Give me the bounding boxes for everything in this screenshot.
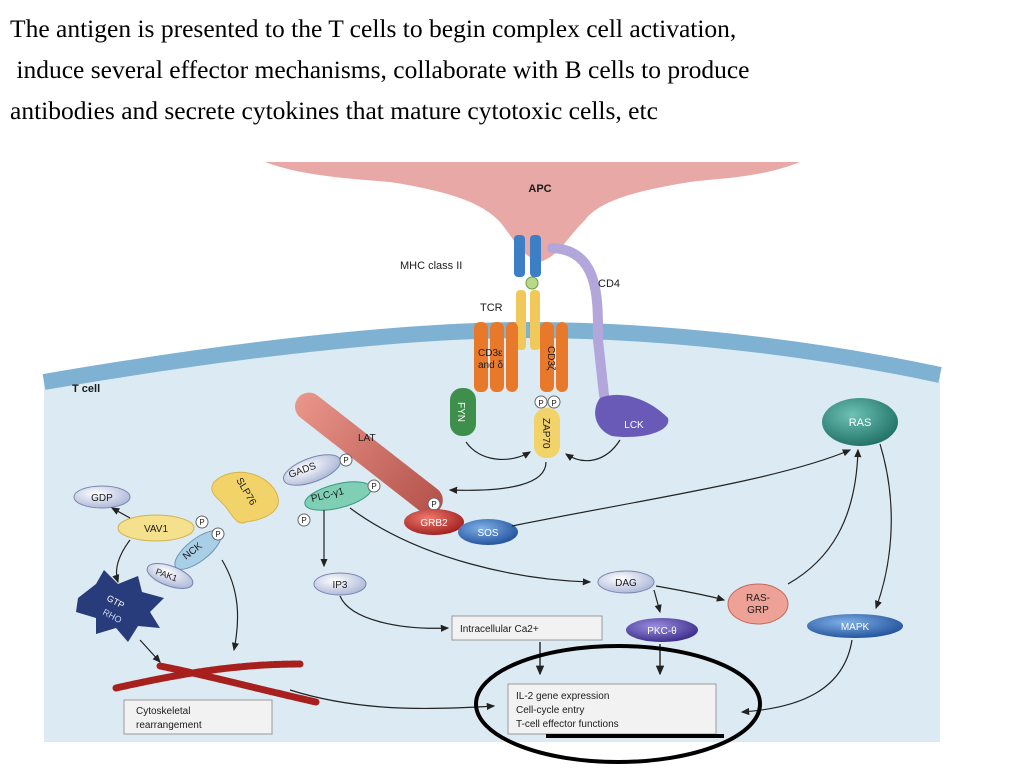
slp76-to-actin-arrow <box>221 559 239 652</box>
lat-phospho-gads <box>339 453 353 467</box>
mhc-class-ii <box>514 235 541 290</box>
cd4-coreceptor <box>547 243 609 400</box>
pkc-theta <box>626 618 698 642</box>
mapk-label: MAPK <box>841 622 870 633</box>
vav1-gef <box>117 514 195 542</box>
sos-to-ras-arrow <box>511 449 852 527</box>
lat-phospho-plc-label: P <box>371 482 376 491</box>
plc-phospho-label: P <box>301 516 306 525</box>
dag-label: DAG <box>615 578 637 589</box>
lat-label: LAT <box>358 433 376 444</box>
zap70-label: ZAP70 <box>540 418 551 449</box>
ip3-messenger <box>313 572 367 596</box>
ip3-to-ca-arrow <box>339 595 450 632</box>
fyn-label: FYN <box>455 402 466 422</box>
lat-phospho-gads-label: P <box>343 456 348 465</box>
mapk-kinase <box>807 614 903 638</box>
zap70-to-lat-arrow <box>448 461 547 494</box>
cd3-zeta <box>540 322 568 392</box>
fyn-to-zap70-arrow <box>465 441 532 460</box>
plc-to-dag-arrow <box>349 507 592 586</box>
cytoskeletal-label-line-1: Cytoskeletal <box>136 706 190 717</box>
ras-gtpase <box>822 398 898 446</box>
nck-phospho <box>211 527 225 541</box>
outcome-line-3: T-cell effector functions <box>516 719 619 730</box>
tcr-label: TCR <box>480 302 503 314</box>
caption-line-3: antibodies and secrete cytokines that ma… <box>10 96 658 125</box>
rasgrp-label-line-1: RAS- <box>746 593 770 604</box>
lck-label: LCK <box>624 420 644 431</box>
caption-line-2: induce several effector mechanisms, coll… <box>10 55 750 84</box>
dag-to-pkc-arrow <box>653 589 662 614</box>
dag-messenger <box>597 570 655 594</box>
caption-line-1: The antigen is presented to the T cells … <box>10 14 737 43</box>
zap70-phospho-1 <box>534 395 548 409</box>
outcome-box <box>507 683 717 735</box>
mapk-to-outcome-arrow <box>740 639 853 716</box>
fyn-kinase <box>450 388 476 436</box>
tcr <box>516 290 540 350</box>
actin-filaments <box>112 660 320 706</box>
rasgrp-label-line-2: GRP <box>747 605 769 616</box>
zap70-phospho-2 <box>547 395 561 409</box>
cd3-label-line-1: CD3ε <box>478 348 503 359</box>
slp76-adaptor <box>211 471 279 524</box>
ras-label: RAS <box>849 417 872 429</box>
outcome-line-2: Cell-cycle entry <box>516 705 584 716</box>
rho-gtpase <box>76 570 164 642</box>
gdp-molecule <box>73 485 131 509</box>
ca-label: Intracellular Ca2+ <box>460 624 539 635</box>
caption: The antigen is presented to the T cells … <box>10 8 1010 131</box>
apc-cell <box>265 162 800 262</box>
cd3z-label: CD3ζ <box>545 346 556 371</box>
t-cell-label: T cell <box>72 383 100 395</box>
outcome-highlight-circle <box>474 644 762 764</box>
rasgrp <box>727 583 789 625</box>
outcome-line-1: IL-2 gene expression <box>516 691 609 702</box>
zap70-kinase <box>534 408 560 458</box>
dag-to-rasgrp-arrow <box>655 585 726 602</box>
pkc-label: PKC-θ <box>647 626 677 637</box>
vav1-label: VAV1 <box>144 524 169 535</box>
nck-phospho-label: P <box>215 530 220 539</box>
ras-to-mapk-arrow <box>875 443 892 610</box>
apc-label: APC <box>528 183 551 195</box>
zap70-phospho-1-label: P <box>538 399 543 408</box>
gdp-label: GDP <box>91 493 113 504</box>
cd3-epsilon-delta <box>474 322 518 392</box>
grb2-adaptor <box>404 509 464 535</box>
lat-phospho-plc <box>367 479 381 493</box>
cd3-label-line-2: and δ <box>478 360 503 371</box>
t-cell-membrane <box>42 321 942 390</box>
pak1-kinase <box>146 563 194 589</box>
zap70-phospho-2-label: P <box>551 399 556 408</box>
lck-to-zap70-arrow <box>565 439 621 462</box>
lat-phospho-grb2-label: P <box>431 500 436 509</box>
grb2-label: GRB2 <box>420 518 448 529</box>
sos-gef <box>458 519 518 545</box>
plc-phospho <box>297 513 311 527</box>
mhc-class-ii-label: MHC class II <box>400 260 462 272</box>
lat-adaptor <box>295 392 443 515</box>
sos-label: SOS <box>477 528 498 539</box>
rasgrp-to-ras-arrow <box>787 448 862 585</box>
vav1-to-gdp-arrow <box>110 507 131 519</box>
vav1-phospho <box>195 515 209 529</box>
cd4-label: CD4 <box>598 278 620 290</box>
ip3-label: IP3 <box>332 580 347 591</box>
actin-to-outcome-arrow <box>289 689 496 711</box>
ca-box <box>451 615 603 641</box>
rho-to-actin-arrow <box>139 639 161 663</box>
cytoskeletal-label-line-2: rearrangement <box>136 720 202 731</box>
vav1-to-rho-arrow <box>112 539 131 584</box>
lck-kinase <box>595 394 669 438</box>
cytoskeletal-box <box>123 699 273 735</box>
vav1-phospho-label: P <box>199 518 204 527</box>
